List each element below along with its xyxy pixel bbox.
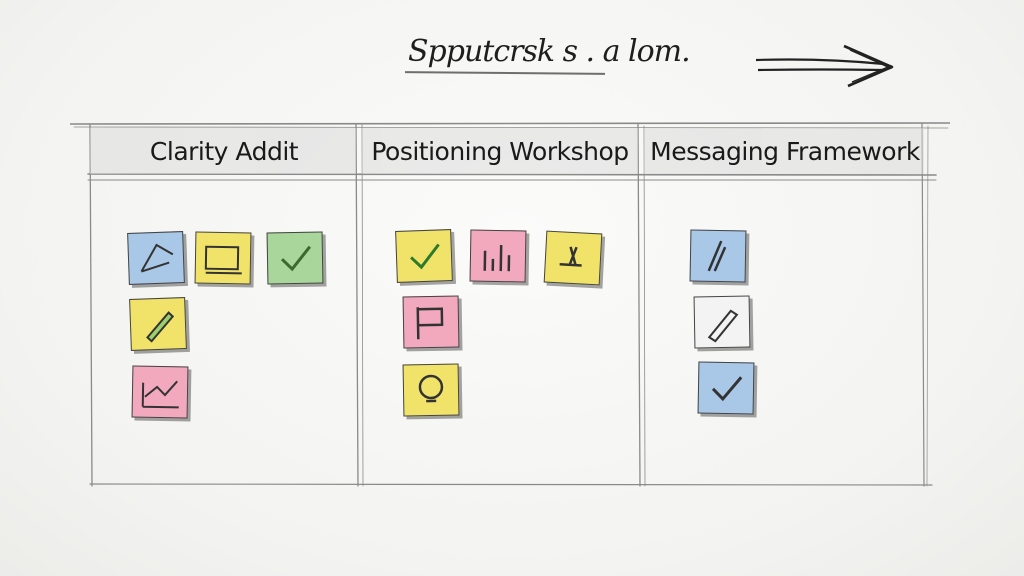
pencil-icon	[707, 309, 739, 343]
check-icon	[711, 376, 743, 402]
column-title-positioning-workshop: Positioning Workshop	[371, 137, 629, 166]
pencil-icon	[146, 311, 175, 343]
sticky-note[interactable]	[469, 229, 527, 283]
bar-chart-icon	[483, 245, 511, 272]
sticky-note[interactable]	[697, 361, 755, 415]
sticky-note[interactable]	[689, 229, 747, 283]
sticky-note[interactable]	[127, 231, 185, 285]
lightbulb-icon	[418, 374, 444, 403]
sticky-note[interactable]	[395, 229, 453, 283]
sticky-note[interactable]	[194, 231, 252, 285]
check-icon	[410, 243, 440, 270]
tools-icon	[559, 246, 582, 267]
ruler-icon	[707, 240, 727, 272]
sticky-note[interactable]	[266, 231, 324, 285]
sticky-note[interactable]	[693, 295, 751, 349]
sticky-note[interactable]	[402, 363, 460, 417]
monitor-icon	[204, 245, 242, 275]
board-grid-lines	[70, 122, 950, 487]
trend-chart-icon	[141, 380, 179, 409]
pen-triangle-icon	[140, 243, 174, 273]
check-icon	[280, 245, 311, 272]
column-title-clarity-audit: Clarity Addit	[149, 137, 299, 166]
kanban-board: Clarity Addit Positioning Workshop Messa…	[70, 118, 950, 493]
arrow-right-icon	[755, 44, 894, 88]
sticky-note[interactable]	[402, 295, 460, 349]
sticky-note[interactable]	[131, 365, 189, 419]
column-title-messaging-framework: Messaging Framework	[650, 137, 920, 166]
sticky-note[interactable]	[543, 230, 603, 286]
board-header-text: Spputcrsk s . a lom.	[408, 34, 691, 69]
flag-icon	[416, 307, 444, 340]
sticky-note[interactable]	[129, 297, 187, 351]
